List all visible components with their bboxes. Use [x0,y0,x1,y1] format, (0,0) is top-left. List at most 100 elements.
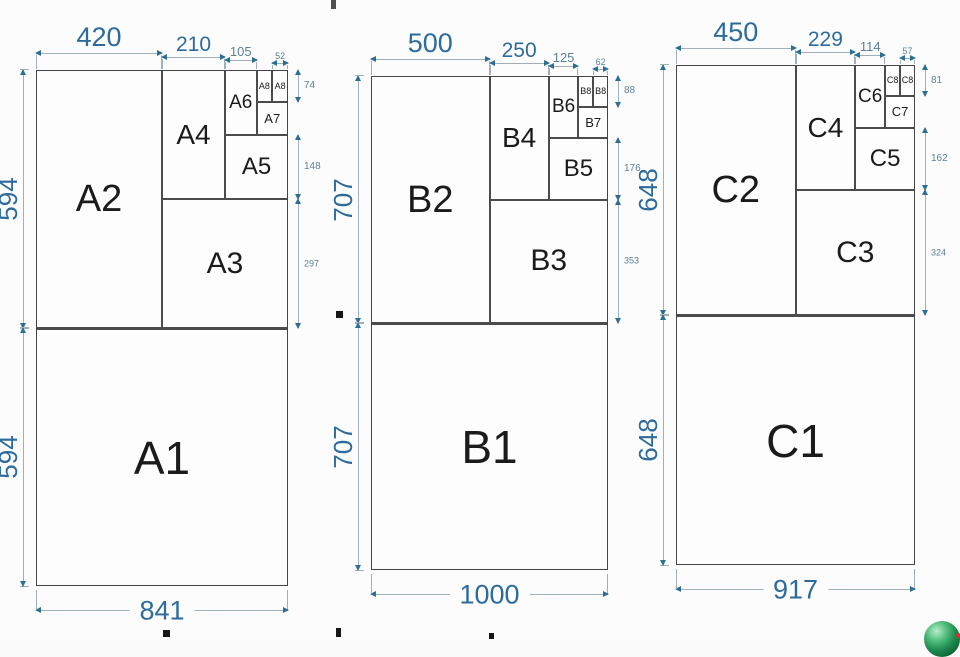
extension-tick [272,65,274,69]
dim-label: 88 [624,85,636,97]
dim-label: 162 [931,152,948,164]
extension-tick [854,54,856,64]
cell-b3: B3 [489,199,608,323]
extension-tick [224,59,225,69]
cell-b2: B2 [371,76,490,323]
extension-tick [914,60,915,64]
extension-tick [354,570,364,571]
dim-label: 114 [859,39,881,54]
dim-label: 125 [552,50,575,65]
cell-label: A4 [176,118,211,150]
extension-tick [607,71,608,75]
cell-label: B8 [580,85,592,96]
cell-a2: A2 [36,70,162,328]
cell-c1: C1 [676,315,915,565]
dim-label: 297 [304,258,320,268]
cell-label: C8 [886,75,899,86]
extension-tick [914,569,915,589]
dim-bottom: 917 [675,569,916,604]
cell-c2: C2 [676,65,796,315]
extension-tick [676,569,677,589]
dim-label: 176 [624,162,641,174]
speck-top [331,0,336,9]
cell-label: A7 [264,110,281,126]
dim-bottom: 1000 [370,574,609,609]
dim-label: 74 [304,80,316,92]
cell-c5: C5 [855,127,915,190]
extension-tick [161,55,162,69]
dim-bottom: 841 [35,590,289,625]
cell-label: A1 [133,431,191,484]
cell-label: B7 [585,114,602,130]
cell-label: B3 [530,244,568,278]
extension-tick [547,65,549,75]
green-ball-logo [924,621,960,657]
extension-tick [36,55,37,69]
cell-label: C2 [711,169,761,211]
cell-label: B5 [563,154,594,182]
extension-tick [548,68,550,75]
extension-tick [659,314,669,315]
cell-label: A8 [274,80,286,91]
dim-right-1: 81 [922,63,942,98]
dim-right-2: 148 [295,133,321,200]
extension-tick [900,60,902,64]
cell-label: B1 [461,421,518,473]
dim-top-1: 450 [675,19,796,64]
dim-label: 105 [229,44,252,59]
speck-center [336,311,343,318]
cell-label: C7 [891,104,909,120]
cell-label: A2 [75,178,123,220]
cell-label: C8 [901,75,914,86]
dim-right-1: 88 [615,75,635,108]
speck-bottom-2 [336,628,341,637]
extension-tick [19,69,29,70]
dim-top-3: 114 [854,40,886,64]
cell-a6: A6 [225,70,257,135]
dim-label: 324 [931,247,947,257]
cell-label: A6 [229,91,253,113]
cell-a8-1: A8 [256,70,273,103]
dim-label: 210 [175,33,212,56]
extension-tick [225,62,226,69]
dim-top-1: 420 [35,24,163,69]
cell-label: A3 [206,246,244,280]
extension-tick [489,65,491,75]
dim-top-4: 57 [899,47,916,64]
dim-top-2: 210 [161,34,226,69]
extension-tick [36,590,37,610]
extension-tick [593,71,595,75]
dim-label: 450 [713,17,759,47]
cell-c3: C3 [795,190,915,315]
dim-right-2: 162 [922,126,948,191]
cell-label: C6 [858,85,883,107]
cell-label: B4 [502,121,537,153]
dim-label: 52 [275,51,286,61]
dim-top-4: 52 [271,52,289,69]
dim-left-2: 594 [0,327,29,587]
extension-tick [676,50,677,64]
speck-bottom-1 [163,630,170,637]
dim-top-2: 250 [488,40,551,75]
cell-label: B2 [407,178,454,221]
red-dot [956,633,960,638]
cell-c7: C7 [885,96,915,128]
dim-label: 917 [762,576,829,604]
dim-left-1: 594 [0,69,29,329]
dim-label: 62 [595,57,606,67]
extension-tick [19,327,29,328]
dim-right-1: 74 [295,68,315,104]
dim-label: 57 [902,46,913,56]
cell-label: A5 [241,152,272,180]
extension-tick [371,574,372,594]
extension-tick [162,59,163,69]
cell-c4: C4 [795,65,856,190]
dim-top-3: 105 [224,45,257,69]
cell-label: C1 [766,414,825,467]
extension-tick [795,54,797,64]
dim-label: 841 [129,597,195,625]
dim-right-3: 353 [615,198,639,324]
dim-left-1: 707 [328,75,364,324]
dim-top-2: 229 [794,29,856,64]
